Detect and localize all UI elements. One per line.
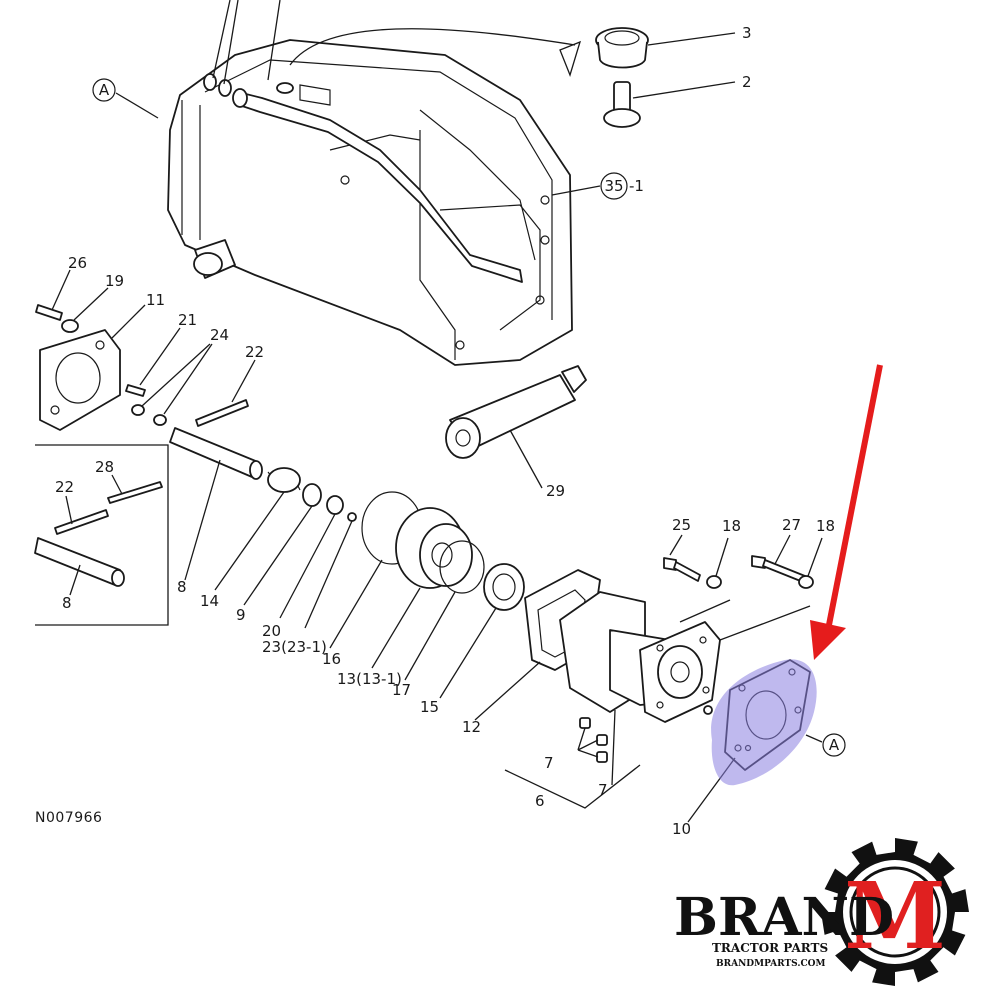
callout-14: 14: [200, 592, 219, 610]
callout-6: 6: [535, 792, 545, 810]
brand-m-logo: M BRAND TRACTOR PARTS BRANDMPARTS.COM: [674, 838, 969, 986]
callout-29: 29: [546, 482, 565, 500]
callout-23: 23(23-1): [262, 638, 327, 656]
part-25-bolt: 25: [663, 516, 731, 623]
part-13-piston: 13(13-1): [337, 507, 473, 688]
part-9-ring: 9: [236, 483, 322, 624]
callout-24: 24: [210, 326, 229, 344]
callout-a-top-label: A: [99, 81, 110, 99]
callout-12: 12: [462, 718, 481, 736]
callout-13: 13(13-1): [337, 670, 402, 688]
part-23-ball: 23(23-1): [262, 512, 357, 656]
callout-27: 27: [782, 516, 801, 534]
part-8-shaft: 8: [169, 427, 263, 596]
callout-a-right-label: A: [829, 736, 840, 754]
callout-17: 17: [392, 681, 411, 699]
part-19-washer: 19: [61, 272, 124, 333]
callout-35-suffix: -1: [629, 177, 644, 195]
callout-35: 35 -1: [551, 172, 644, 200]
drawing-code: N007966: [35, 810, 102, 826]
part-11-cover: 11: [39, 291, 165, 431]
callout-25: 25: [672, 516, 691, 534]
callout-20: 20: [262, 622, 281, 640]
inset-part-28-pin: 28: [95, 458, 163, 504]
brand-url: BRANDMPARTS.COM: [716, 959, 825, 969]
callout-8-main: 8: [177, 578, 187, 596]
inset-part-22-pin: 22: [54, 478, 109, 535]
inset-box: 28 22 8: [34, 444, 169, 626]
part-7-dowels: 7 7: [544, 709, 616, 799]
part-2-pin: 2: [603, 73, 752, 128]
gear-icon: [821, 838, 969, 986]
callout-18-right: 18: [816, 517, 835, 535]
part-29-filter: 29: [445, 365, 587, 500]
callout-15: 15: [420, 698, 439, 716]
callout-26: 26: [68, 254, 87, 272]
part-6-bracket: 6: [504, 764, 641, 810]
brand-word: BRAND: [674, 887, 894, 948]
inset-part-8-shaft: 8: [34, 537, 125, 612]
callout-2: 2: [742, 73, 752, 91]
callout-7-b: 7: [598, 781, 608, 799]
callout-28: 28: [95, 458, 114, 476]
callout-10: 10: [672, 820, 691, 838]
part-21-pin: 21: [125, 311, 197, 397]
callout-a-top: A: [92, 78, 159, 119]
part-6-housing: [559, 591, 721, 723]
callout-11: 11: [146, 291, 165, 309]
part-22-pin: 22: [195, 343, 264, 427]
callout-7-a: 7: [544, 754, 554, 772]
brand-subtitle: TRACTOR PARTS: [712, 941, 828, 955]
part-16-o-ring: 16: [322, 491, 423, 668]
callout-19: 19: [105, 272, 124, 290]
callout-3: 3: [742, 24, 752, 42]
callout-16: 16: [322, 650, 341, 668]
callout-21: 21: [178, 311, 197, 329]
callout-22-top: 22: [245, 343, 264, 361]
callout-9: 9: [236, 606, 246, 624]
part-18-washer-left: 18: [706, 517, 741, 589]
part-20-washer: 20: [262, 495, 344, 640]
part-26-bolt: 26: [35, 254, 87, 321]
part-14-spring: 14: [200, 467, 301, 610]
red-indicator-arrow: [810, 364, 883, 660]
callout-a-right: A: [805, 733, 846, 757]
transmission-case: [167, 0, 582, 366]
callout-22-inset: 22: [55, 478, 74, 496]
part-15-seal: 15: [420, 563, 525, 716]
part-3-cap: 3: [595, 24, 752, 69]
highlight-overlay: [711, 659, 817, 786]
part-18-washer-right: 18: [798, 517, 835, 589]
callout-8-inset: 8: [62, 594, 72, 612]
brand-letter-m: M: [844, 862, 946, 970]
callout-35-label: 35: [604, 177, 623, 195]
callout-18-left: 18: [722, 517, 741, 535]
part-24-o-rings: 24: [131, 326, 229, 426]
part-17-o-ring: 17: [392, 540, 485, 699]
